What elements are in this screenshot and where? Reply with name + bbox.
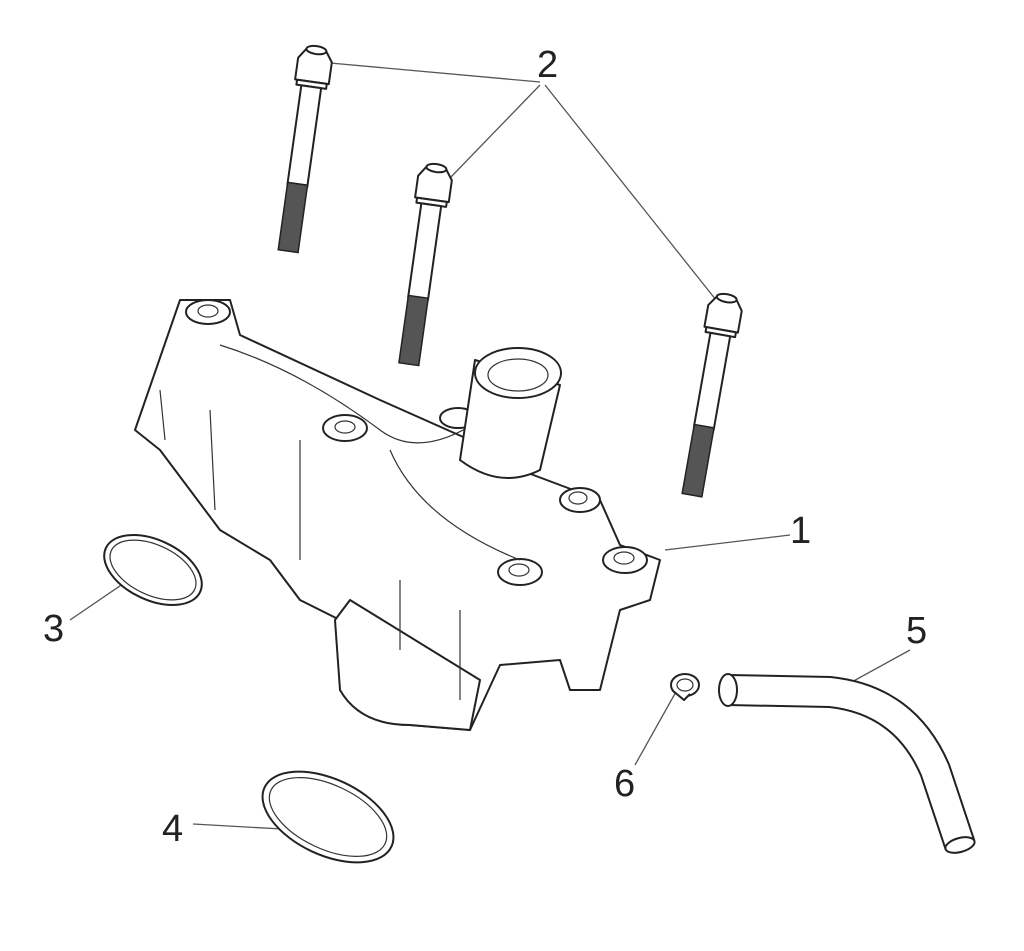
leader-lines [69,62,911,831]
hose-clamp [670,673,700,701]
o-ring-large [261,770,395,864]
water-pump-housing [134,299,661,731]
bolt-3 [681,292,743,498]
callout-6: 6 [614,763,636,805]
bolt-1 [277,44,333,254]
callout-4: 4 [162,808,184,850]
callout-2: 2 [537,44,559,86]
hose [718,673,976,854]
callout-3: 3 [43,608,65,650]
callout-1: 1 [790,510,812,552]
o-ring-small [103,534,203,606]
bolt-2 [398,162,453,367]
leader-2b [449,84,541,179]
leader-2a [329,62,541,83]
leader-6 [634,689,678,766]
callout-5: 5 [906,610,928,652]
leader-1 [664,534,791,551]
leader-2c [544,84,721,306]
